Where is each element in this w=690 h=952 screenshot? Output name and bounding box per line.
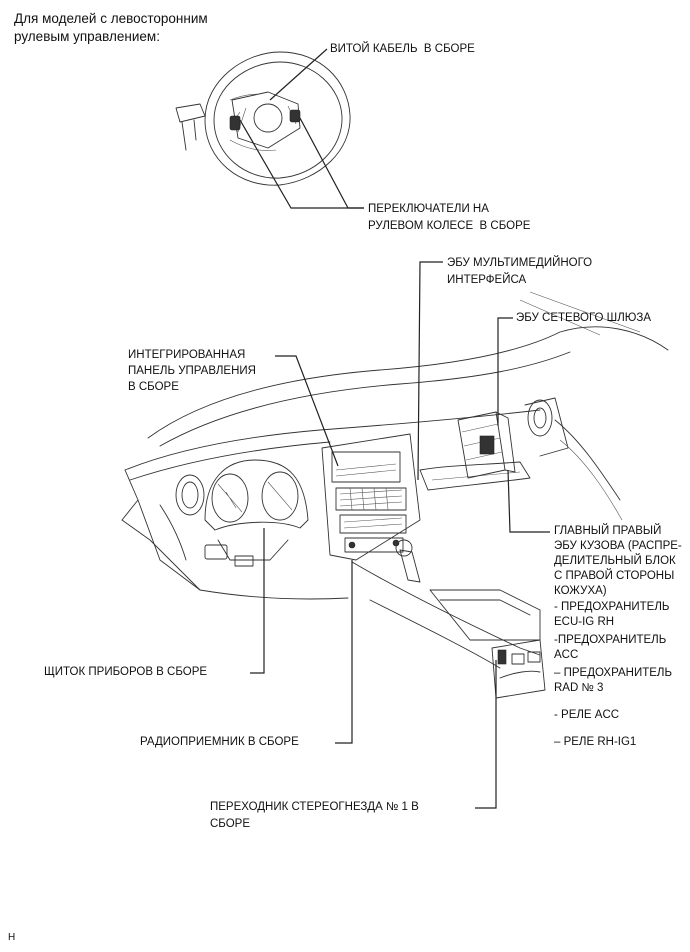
header-note-line-1: Для моделей с левосторонним bbox=[14, 11, 208, 26]
label-stereo-jack-adapter-line-1: ПЕРЕХОДНИК СТЕРЕОГНЕЗДА № 1 В bbox=[210, 801, 419, 813]
label-stereo-jack-adapter-line-2: СБОРЕ bbox=[210, 818, 251, 830]
label-integrated-panel-line-2: ПАНЕЛЬ УПРАВЛЕНИЯ bbox=[128, 365, 256, 377]
label-spiral-cable: ВИТОЙ КАБЕЛЬ В СБОРЕ bbox=[330, 43, 475, 55]
label-integrated-panel-line-1: ИНТЕГРИРОВАННАЯ bbox=[128, 349, 246, 361]
label-main-body-ecu-line-1: ГЛАВНЫЙ ПРАВЫЙ bbox=[554, 525, 662, 537]
label-fuse-ecu-ig-line-1: - ПРЕДОХРАНИТЕЛЬ bbox=[554, 601, 670, 613]
label-instrument-cluster: ЩИТОК ПРИБОРОВ В СБОРЕ bbox=[44, 666, 208, 678]
label-main-body-ecu-line-4: С ПРАВОЙ СТОРОНЫ bbox=[554, 570, 675, 582]
dashboard-drawing bbox=[121, 291, 669, 699]
label-steering-switches-line-1: ПЕРЕКЛЮЧАТЕЛИ НА bbox=[368, 203, 489, 215]
label-main-body-ecu-line-3: ДЕЛИТЕЛЬНЫЙ БЛОК bbox=[554, 555, 676, 567]
leader-lines bbox=[239, 48, 550, 809]
header-note-line-2: рулевым управлением: bbox=[14, 29, 160, 44]
label-radio-receiver: РАДИОПРИЕМНИК В СБОРЕ bbox=[140, 736, 299, 748]
label-fuse-ecu-ig-line-2: ECU-IG RH bbox=[554, 616, 615, 628]
label-gateway-ecu: ЭБУ СЕТЕВОГО ШЛЮЗА bbox=[516, 312, 651, 324]
label-multimedia-ecu-line-2: ИНТЕРФЕЙСА bbox=[447, 274, 527, 286]
footer-code: H bbox=[8, 932, 16, 943]
label-relay-rh-ig1: – РЕЛЕ RH-IG1 bbox=[554, 736, 637, 748]
label-multimedia-ecu-line-1: ЭБУ МУЛЬТИМЕДИЙНОГО bbox=[447, 257, 593, 269]
label-fuse-rad-line-2: RAD № 3 bbox=[554, 682, 604, 694]
label-integrated-panel-line-3: В СБОРЕ bbox=[128, 381, 179, 393]
label-steering-switches-line-2: РУЛЕВОМ КОЛЕСЕ В СБОРЕ bbox=[368, 220, 531, 232]
label-fuse-acc-line-1: -ПРЕДОХРАНИТЕЛЬ bbox=[554, 634, 667, 646]
label-fuse-acc-line-2: ACC bbox=[554, 649, 579, 661]
label-relay-acc: - РЕЛЕ ACC bbox=[554, 709, 620, 721]
label-main-body-ecu-line-2: ЭБУ КУЗОВА (РАСПРЕ- bbox=[554, 540, 682, 552]
label-fuse-rad-line-1: – ПРЕДОХРАНИТЕЛЬ bbox=[554, 667, 673, 679]
steering-wheel-drawing bbox=[175, 51, 351, 186]
label-main-body-ecu-line-5: КОЖУХА) bbox=[554, 585, 607, 597]
